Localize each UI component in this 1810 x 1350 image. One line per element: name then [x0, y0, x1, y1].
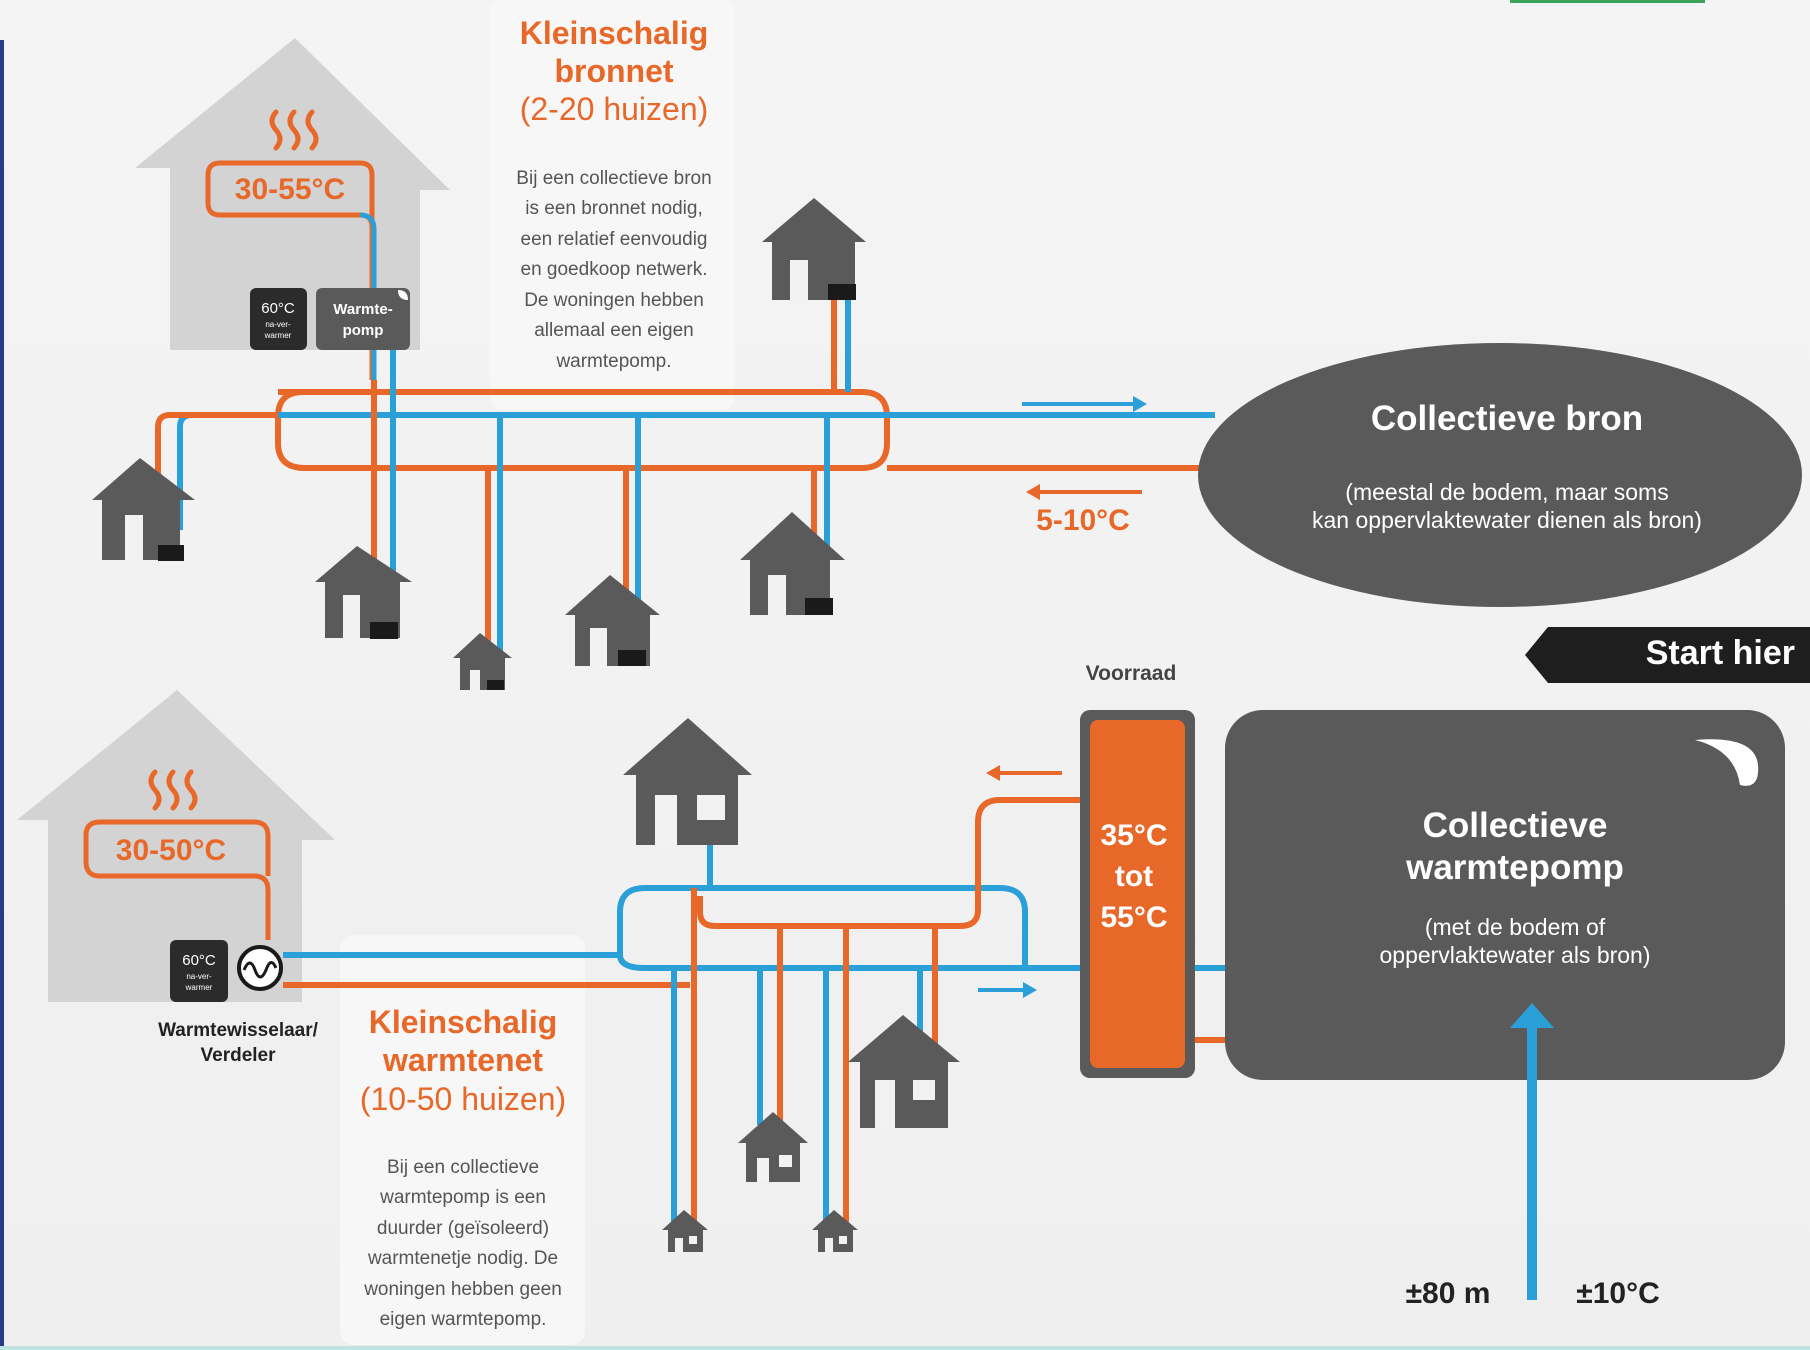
collective-heatpump-box: Collectieve warmtepomp (met de bodem of … — [1225, 710, 1785, 1080]
bottom-accent-strip — [0, 1346, 1810, 1350]
top-heatpump-label-2: pomp — [343, 322, 384, 339]
house-icon — [738, 1112, 808, 1182]
exchanger-label-2: Verdeler — [201, 1045, 277, 1066]
bottom-main-house — [17, 690, 335, 1002]
storage-temp-line-2: tot — [1115, 860, 1153, 893]
left-edge-line — [0, 40, 4, 1350]
bottom-naverwarmer-box: 60°C na-ver- warmer — [170, 940, 228, 1002]
house-icon — [812, 1210, 858, 1252]
house-icon — [623, 718, 752, 845]
bottom-small-houses — [623, 718, 960, 1252]
top-description-line: is een bronnet nodig, — [525, 198, 702, 219]
corner-curl-icon — [1695, 739, 1759, 786]
bottom-flow-arrow-right — [978, 982, 1037, 998]
bottom-description-line: woningen hebben geen — [363, 1279, 562, 1300]
heatpump-description-line-1: (met de bodem of — [1425, 914, 1606, 940]
bottom-description-line: eigen warmtepomp. — [380, 1309, 547, 1330]
storage-tank: 35°C tot 55°C — [1080, 710, 1195, 1078]
storage-temp-line-1: 35°C — [1100, 819, 1167, 852]
house-icon — [848, 1015, 960, 1128]
house-icon — [565, 575, 660, 666]
top-house-temperature: 30-55°C — [235, 173, 345, 206]
heatpump-title-line-2: warmtepomp — [1405, 848, 1624, 887]
bottom-description-line: warmtenetje nodig. De — [367, 1248, 558, 1269]
heatpump-description-line-2: oppervlaktewater als bron) — [1379, 942, 1650, 968]
top-small-houses — [92, 198, 866, 690]
bottom-description: Bij een collectieve warmtepomp is een du… — [363, 1157, 562, 1330]
heatpump-title-line-1: Collectieve — [1423, 806, 1608, 845]
house-icon — [453, 633, 512, 690]
bottom-text-panel — [340, 935, 585, 1345]
bottom-pipe-network — [283, 797, 1230, 1230]
house-icon — [740, 512, 845, 615]
exchanger-label-1: Warmtewisselaar/ — [158, 1020, 319, 1041]
top-description-line: allemaal een eigen — [534, 320, 694, 341]
top-flow-arrow-right — [1022, 396, 1147, 412]
bottom-naverwarmer-label-1: na-ver- — [186, 972, 212, 981]
top-heat-waves-icon — [269, 109, 319, 151]
ground-source-arrow — [1510, 1003, 1554, 1300]
return-temperature-label: 5-10°C — [1036, 504, 1130, 537]
house-icon — [315, 546, 412, 639]
heat-exchanger-icon — [237, 945, 283, 991]
source-description-line-2: kan oppervlaktewater dienen als bron) — [1312, 507, 1702, 533]
bottom-title-line-2: warmtenet — [382, 1042, 543, 1078]
house-icon — [92, 458, 195, 561]
top-naverwarmer-label-2: warmer — [264, 331, 292, 340]
top-naverwarmer-label-1: na-ver- — [265, 320, 291, 329]
bottom-description-line: warmtepomp is een — [379, 1187, 546, 1208]
bottom-heat-waves-icon — [148, 769, 198, 811]
top-title-group: Kleinschalig bronnet (2-20 huizen) Bij e… — [516, 15, 711, 372]
storage-temp-line-3: 55°C — [1100, 901, 1167, 934]
bottom-title-line-1: Kleinschalig — [369, 1004, 558, 1040]
top-subtitle: (2-20 huizen) — [520, 91, 709, 127]
collective-source-ellipse: Collectieve bron (meestal de bodem, maar… — [1198, 343, 1802, 607]
source-title: Collectieve bron — [1371, 399, 1643, 438]
bottom-house-heating-loop — [83, 819, 271, 940]
top-naverwarmer-box: 60°C na-ver- warmer — [250, 288, 307, 350]
top-description: Bij een collectieve bron is een bronnet … — [516, 168, 711, 372]
start-here-banner: Start hier — [1525, 627, 1810, 683]
bottom-subtitle: (10-50 huizen) — [360, 1081, 566, 1117]
bottom-flow-arrow-left — [986, 765, 1062, 781]
top-house-heating-loop-blue — [359, 212, 377, 380]
source-description-line-1: (meestal de bodem, maar soms — [1345, 479, 1668, 505]
top-description-line: en goedkoop netwerk. — [521, 259, 708, 280]
top-heatpump-box: Warmte- pomp — [316, 288, 410, 350]
top-description-line: Bij een collectieve bron — [516, 168, 711, 189]
top-naverwarmer-temp: 60°C — [261, 300, 295, 317]
top-accent-strip — [1510, 0, 1705, 3]
top-description-line: De woningen hebben — [524, 290, 704, 311]
top-description-line: een relatief eenvoudig — [521, 229, 708, 250]
start-here-label: Start hier — [1646, 634, 1795, 672]
bottom-description-line: Bij een collectieve — [387, 1157, 539, 1178]
bottom-naverwarmer-temp: 60°C — [182, 952, 216, 969]
bottom-title-group: Kleinschalig warmtenet (10-50 huizen) Bi… — [360, 1004, 566, 1330]
top-heatpump-label-1: Warmte- — [333, 301, 392, 318]
top-flow-arrow-left — [1026, 484, 1142, 500]
house-icon — [662, 1210, 708, 1252]
top-description-line: warmtepomp. — [555, 351, 671, 372]
top-title-line-1: Kleinschalig — [520, 15, 709, 51]
bottom-house-temperature: 30-50°C — [116, 834, 226, 867]
top-text-panel — [490, 0, 735, 410]
house-icon — [762, 198, 866, 300]
ground-temperature-label: ±10°C — [1576, 1277, 1660, 1310]
top-title-line-2: bronnet — [554, 53, 673, 89]
bottom-description-line: duurder (geïsoleerd) — [377, 1218, 549, 1239]
storage-label: Voorraad — [1086, 662, 1177, 685]
depth-label: ±80 m — [1406, 1277, 1491, 1310]
bottom-naverwarmer-label-2: warmer — [185, 983, 213, 992]
